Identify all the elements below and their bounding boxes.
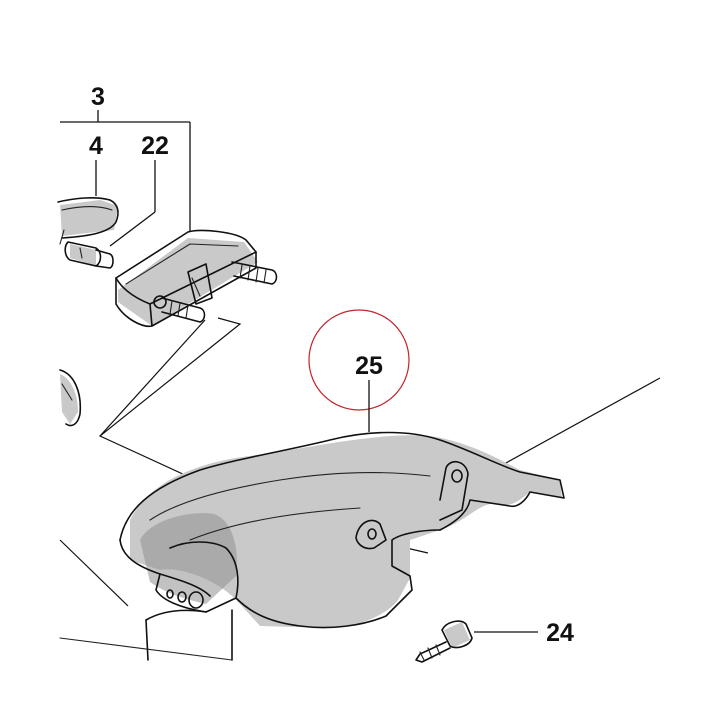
callout-bracket-3 [60, 110, 191, 232]
leader-line-22 [109, 160, 156, 247]
callout-label-4: 4 [89, 132, 103, 160]
callout-label-25: 25 [355, 352, 383, 380]
highlight-ring [308, 309, 410, 411]
callout-label-22: 22 [141, 132, 169, 160]
part-3-mount-block [115, 229, 278, 328]
callout-label-3: 3 [91, 83, 105, 111]
part-22-bulb [64, 241, 114, 269]
part-4-lens-housing [57, 197, 119, 245]
adjacent-part-fragment [59, 369, 82, 427]
callout-label-24: 24 [546, 619, 574, 647]
part-25-tail-cover [59, 431, 565, 661]
part-24-screw [415, 620, 538, 663]
